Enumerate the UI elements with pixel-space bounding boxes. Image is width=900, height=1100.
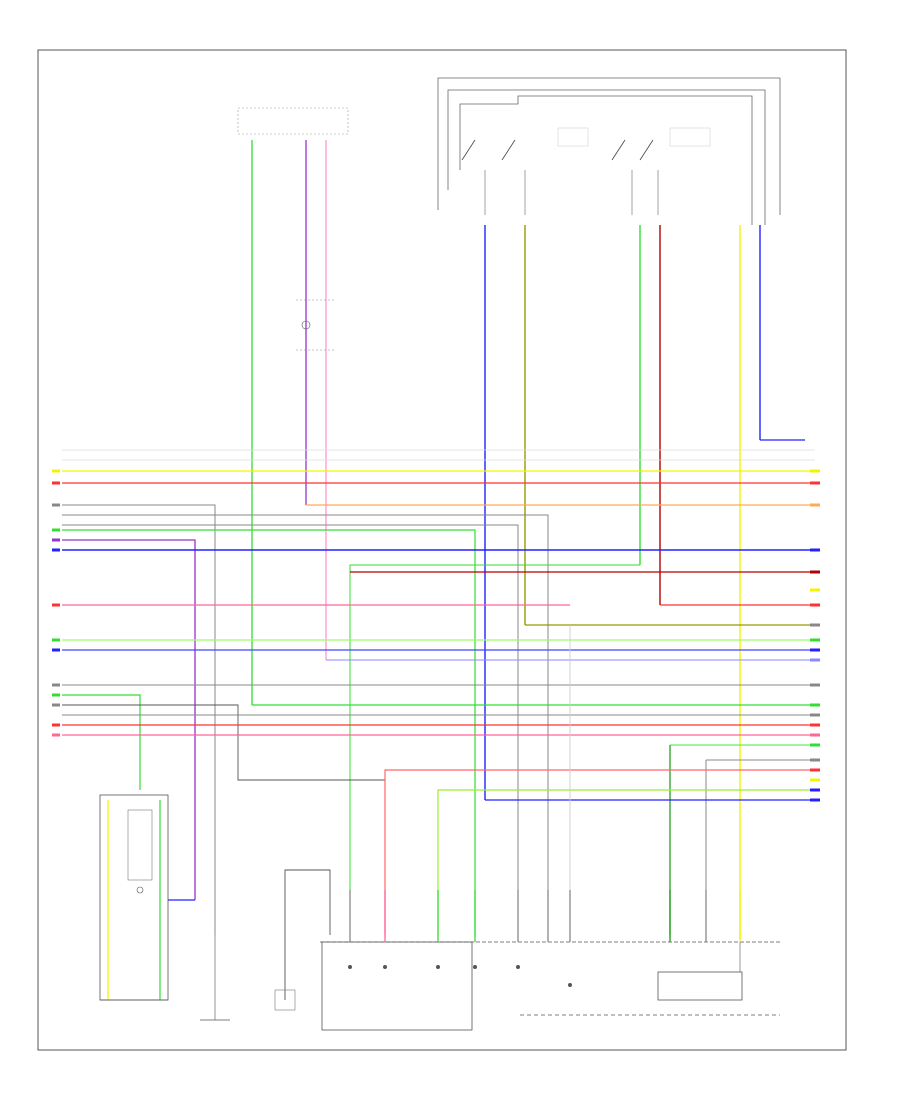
ecm-pin-3: [436, 965, 440, 969]
left-terminal-8: [52, 638, 60, 642]
right-terminal-17: [810, 743, 820, 747]
h-wire-gray-3: [62, 524, 519, 935]
right-terminal-15: [810, 723, 820, 727]
switch-contact-4: [639, 139, 654, 161]
switch-contact-2: [501, 139, 516, 161]
sensor-body: [274, 989, 296, 1011]
right-terminal-9: [810, 638, 820, 642]
diagram-border: [37, 49, 847, 1051]
h-wire-gray-2: [62, 514, 549, 935]
right-terminal-markers: [810, 469, 820, 802]
left-terminal-2: [52, 481, 60, 485]
switch-contact-3: [611, 139, 626, 161]
right-terminal-22: [810, 798, 820, 802]
left-terminal-markers: [52, 469, 60, 737]
module-box: [99, 794, 169, 1001]
connector-box: [237, 107, 349, 135]
ecm-pin-5: [516, 965, 520, 969]
sensor-loop: [284, 869, 331, 1000]
left-terminal-4: [52, 528, 60, 532]
left-terminal-11: [52, 693, 60, 697]
left-terminal-7: [52, 603, 60, 607]
left-terminal-5: [52, 538, 60, 542]
h-wire-dark-gray: [62, 704, 385, 781]
harness-frame-mid: [447, 89, 766, 225]
h-wire-green-1: [62, 529, 476, 935]
left-terminal-14: [52, 733, 60, 737]
right-terminal-10: [810, 648, 820, 652]
top-right-switch-harness: [437, 77, 781, 225]
right-terminal-5: [810, 570, 820, 574]
right-terminal-12: [810, 683, 820, 687]
right-terminal-2: [810, 481, 820, 485]
h-wire-green-3: [62, 694, 141, 790]
ecm-pin-4: [473, 965, 477, 969]
right-terminal-1: [810, 469, 820, 473]
right-terminal-13: [810, 703, 820, 707]
left-terminal-10: [52, 683, 60, 687]
top-center-connector: [237, 107, 349, 705]
h-wire-green-2: [349, 564, 640, 935]
right-terminal-3: [810, 503, 820, 507]
right-terminal-14: [810, 713, 820, 717]
right-terminal-18: [810, 758, 820, 762]
left-terminal-6: [52, 548, 60, 552]
relay-coil: [301, 320, 311, 330]
right-terminal-8: [810, 623, 820, 627]
ecm-pin-wires: [349, 890, 741, 942]
right-terminal-7: [810, 603, 820, 607]
right-terminal-4: [810, 548, 820, 552]
left-terminal-12: [52, 703, 60, 707]
harness-frame-outer: [437, 77, 780, 210]
horizontal-wire-bundle: [62, 449, 815, 935]
right-terminal-20: [810, 788, 820, 792]
ecm-control-circuit: [657, 971, 743, 1001]
switch-contact-1: [461, 139, 476, 161]
switch-tag-b: [669, 127, 711, 147]
switch-tag-a: [557, 127, 589, 147]
right-terminal-16: [810, 733, 820, 737]
h-wire-gray-1: [62, 504, 216, 935]
bottom-left-feeds: [200, 935, 230, 1021]
ecm-pin-6: [568, 983, 572, 987]
h-wire-red-4: [384, 769, 815, 935]
left-terminal-3: [52, 503, 60, 507]
harness-frame-inner: [459, 95, 753, 225]
left-terminal-13: [52, 723, 60, 727]
ecm-pin-2: [383, 965, 387, 969]
ecm-left-block: [321, 941, 473, 1031]
right-terminal-19: [810, 768, 820, 772]
relay-contact: [136, 886, 144, 894]
h-wire-purple: [62, 539, 196, 900]
left-terminal-1: [52, 469, 60, 473]
fuel-pump-relay-module: [99, 794, 195, 1001]
left-terminal-9: [52, 648, 60, 652]
ecm-module: [320, 941, 780, 1031]
h-wire-lightgreen-2: [437, 789, 815, 935]
ecm-pin-1: [348, 965, 352, 969]
right-terminal-6: [810, 588, 820, 592]
right-terminal-21: [810, 778, 820, 782]
harness-vertical-wires: [484, 225, 805, 940]
relay-outline: [127, 809, 153, 881]
right-terminal-11: [810, 658, 820, 662]
bottom-sensor: [274, 869, 331, 1011]
